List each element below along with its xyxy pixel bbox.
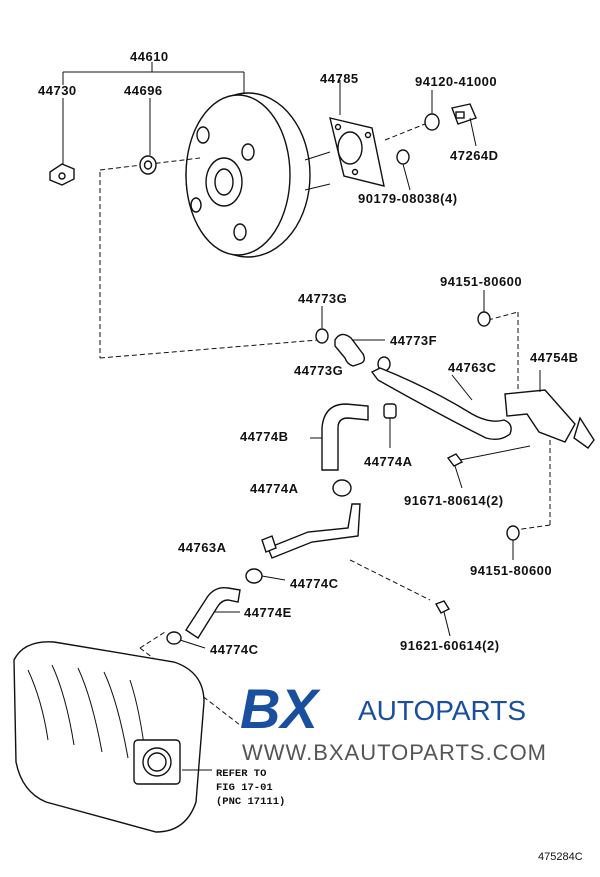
reference-note: REFER TO FIG 17-01 (PNC 17111) — [216, 768, 285, 808]
clip-44774A-lower — [332, 479, 352, 497]
part-number-label: 44773G — [298, 291, 347, 306]
watermark-autoparts: AUTOPARTS — [358, 695, 526, 726]
part-number-label: 91671-80614(2) — [404, 493, 504, 508]
part-number-label: 90179-08038(4) — [358, 191, 458, 206]
figure-code: 475284C — [538, 851, 583, 863]
part-labels: 44610 44730 44696 44785 94120-41000 47264D 901… — [38, 49, 579, 657]
part-number-label: 44696 — [124, 83, 163, 98]
clamp-44773G-top — [315, 306, 329, 344]
part-number-label: 44763C — [448, 360, 497, 375]
bolt-91621 — [434, 600, 451, 637]
part-number-label: 44773F — [390, 333, 437, 348]
reference-line-1: REFER TO — [216, 768, 266, 780]
clip-44774C-upper — [245, 568, 286, 584]
watermark-logo: BX AUTOPARTS WWW.BXAUTOPARTS.COM — [240, 677, 547, 765]
connection-lines — [99, 172, 551, 726]
part-number-label: 47264D — [450, 148, 499, 163]
check-valve-44773F — [334, 333, 385, 367]
brake-booster — [99, 92, 331, 258]
part-number-label: 94151-80600 — [470, 563, 552, 578]
hose-44774B — [310, 403, 369, 471]
part-number-label: 44774C — [210, 642, 259, 657]
nut-90179 — [396, 149, 411, 191]
nut-94151-lower — [506, 525, 520, 560]
clip-44774A-upper — [383, 403, 397, 448]
part-number-label: 44730 — [38, 83, 77, 98]
gasket-44785 — [329, 80, 385, 187]
part-number-label: 44774E — [244, 605, 292, 620]
part-number-label: 44773G — [294, 363, 343, 378]
pipe-44763C — [370, 367, 512, 441]
pipe-44763A — [261, 503, 361, 559]
part-number-label: 94120-41000 — [415, 74, 497, 89]
part-number-label: 44774C — [290, 576, 339, 591]
part-number-label: 44774A — [364, 454, 413, 469]
part-number-label: 94151-80600 — [440, 274, 522, 289]
reference-line-3: (PNC 17111) — [216, 796, 285, 808]
bracket-44754B — [504, 370, 595, 449]
intake-manifold — [13, 641, 212, 833]
clip-44774C-lower — [166, 631, 206, 649]
watermark-url: WWW.BXAUTOPARTS.COM — [242, 740, 547, 765]
bracket-47264D — [451, 103, 477, 147]
part-number-label: 44763A — [178, 540, 227, 555]
part-number-label: 44774A — [250, 481, 299, 496]
part-number-label: 44610 — [130, 49, 169, 64]
hose-44774E — [185, 586, 241, 639]
reference-line-2: FIG 17-01 — [216, 782, 273, 794]
clevis-44730 — [49, 163, 75, 186]
nut-44696 — [139, 155, 157, 175]
nut-94151-upper — [477, 290, 491, 327]
watermark-bx: BX — [240, 677, 321, 740]
bolt-91671 — [446, 445, 531, 489]
nut-94120 — [384, 90, 440, 141]
part-number-label: 44754B — [530, 350, 579, 365]
part-number-label: 44774B — [240, 429, 289, 444]
part-number-label: 91621-60614(2) — [400, 638, 500, 653]
assembly-bracket — [62, 62, 245, 165]
part-number-label: 44785 — [320, 71, 359, 86]
